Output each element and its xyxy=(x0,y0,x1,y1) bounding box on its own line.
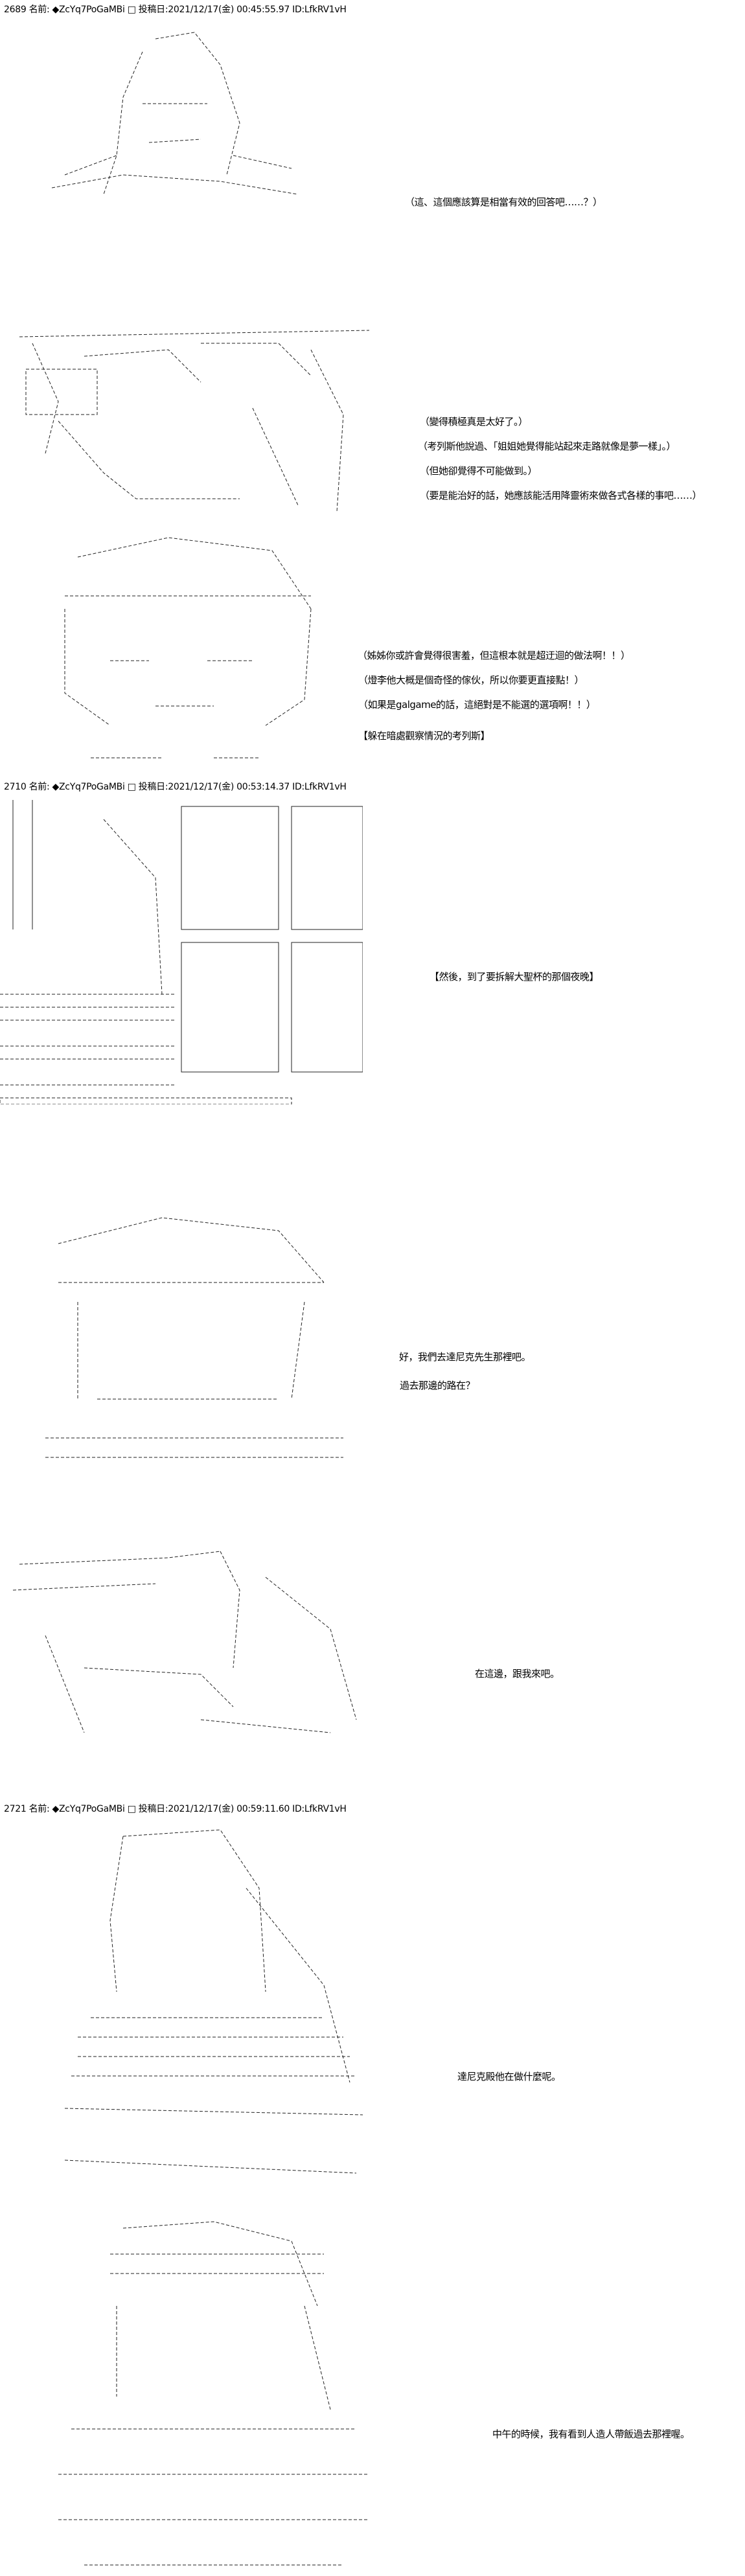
narration-line: （姊姊你或許會覺得很害羞，但這根本就是超迂迴的做法啊！！） xyxy=(358,650,630,661)
narration-line: （但她卻覺得不可能做到。） xyxy=(420,465,538,477)
narration-line: （如果是galgame的話，這絕對是不能選的選項啊！！） xyxy=(358,699,596,711)
narration-line: 【然後，到了要拆解大聖杯的那個夜晚】 xyxy=(430,971,599,983)
narration-line: （變得積極真是太好了。） xyxy=(420,416,528,427)
dialogue-line: 中午的時候，我有看到人造人帶飯過去那裡喔。 xyxy=(492,2428,690,2440)
narration-line: （考列斯他說過、「姐姐她覺得能站起來走路就像是夢一樣」。） xyxy=(418,440,676,452)
narration-line: 【躲在暗處觀察情況的考列斯】 xyxy=(358,730,490,742)
dialogue-line: 好，我們去達尼克先生那裡吧。 xyxy=(399,1351,531,1363)
ascii-art-figure-lying xyxy=(6,1538,369,1746)
post-header: 2721 名前: ◆ZcYq7PoGaMBi □ 投稿日:2021/12/17(… xyxy=(4,1804,347,1814)
narration-line: （燈李他大概是個奇怪的傢伙，所以你要更直接點！） xyxy=(358,674,584,686)
post-header: 2710 名前: ◆ZcYq7PoGaMBi □ 投稿日:2021/12/17(… xyxy=(4,782,347,792)
ascii-art-boy-coat xyxy=(45,2215,382,2571)
narration-line: （這、這個應該算是相當有效的回答吧……？） xyxy=(405,196,602,208)
narration-line: （要是能治好的話，她應該能活用降靈術來做各式各樣的事吧……） xyxy=(420,490,702,501)
dialogue-line: 過去那邊的路在？ xyxy=(400,1380,476,1391)
dialogue-line: 在這邊，跟我來吧。 xyxy=(475,1668,560,1680)
ascii-art-boy-scarf xyxy=(32,1205,356,1464)
dialogue-line: 達尼克殿他在做什麼呢。 xyxy=(457,2071,561,2082)
post-header: 2689 名前: ◆ZcYq7PoGaMBi □ 投稿日:2021/12/17(… xyxy=(4,5,347,15)
ascii-art-two-figures xyxy=(6,304,382,518)
ascii-art-girl-hat xyxy=(26,26,324,214)
ascii-art-boy-face xyxy=(39,531,350,771)
ascii-art-girl-braid xyxy=(52,1823,389,2193)
ascii-art-building-window xyxy=(0,800,363,1105)
